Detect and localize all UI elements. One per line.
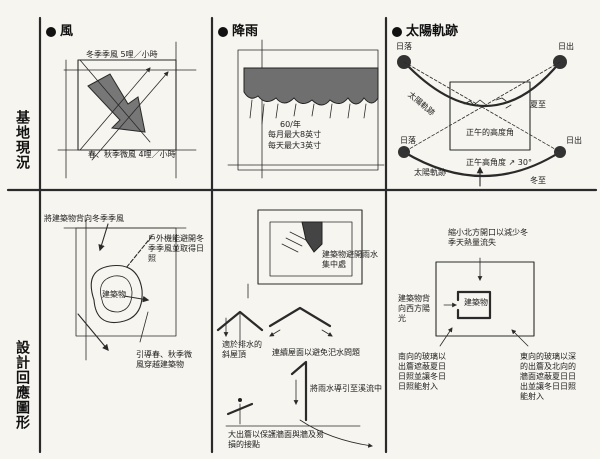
east-glass-label: 東向的玻璃以深的出簷及北向的牆面遮蔽夏日日出並讓冬日日照能射入 xyxy=(520,352,576,401)
guide-breeze-label: 引導春、秋季微風穿越建築物 xyxy=(136,350,192,369)
noon-angle-label: 正午高角度 ↗ 30° xyxy=(466,158,532,167)
avoid-water-label: 建築物避開雨水集中處 xyxy=(322,250,378,269)
column-header-wind: 風 xyxy=(46,24,73,40)
bullet-icon xyxy=(392,27,402,37)
row-label-site: 基地現況 xyxy=(14,110,30,170)
annual-rain-label: 60/年 xyxy=(280,120,301,129)
continuous-roof-label: 連續屋面以避免汜水問題 xyxy=(272,348,360,357)
design-wind-drawing xyxy=(63,219,187,361)
daily-rain-label: 每天最大3英寸 xyxy=(268,141,322,150)
winter-sunset-label: 日落 xyxy=(400,136,416,145)
gutter-label: 將雨水導引至溪流中 xyxy=(310,384,382,393)
sunrise-label: 日出 xyxy=(558,42,574,51)
monthly-rain-label: 每月最大8英寸 xyxy=(268,130,322,139)
south-glass-label: 南向的玻璃以出簷遮蔽夏日日照並讓冬日日照能射入 xyxy=(398,352,446,391)
bullet-icon xyxy=(218,27,228,37)
column-header-sun: 太陽軌跡 xyxy=(392,24,458,40)
springfall-breeze-label: 春、秋季微風 4哩／小時 xyxy=(88,150,176,159)
site-rain-drawing xyxy=(227,39,385,179)
winter-wind-label: 冬季季風 5哩／小時 xyxy=(86,50,158,59)
bullet-icon xyxy=(46,27,56,37)
design-sun-drawing xyxy=(435,257,535,347)
noon-altitude-label: 正午的高度角 xyxy=(466,128,514,137)
summer-solstice-label: 夏至 xyxy=(530,100,546,109)
lower-track-label: 太陽軌跡 xyxy=(414,168,446,177)
sloped-roof-label: 適於排水的斜屋頂 xyxy=(222,340,262,359)
sunset-label: 日落 xyxy=(396,42,412,51)
winter-sunrise-label: 日出 xyxy=(566,136,582,145)
site-sun-drawing xyxy=(397,55,567,187)
design-rain-drawing xyxy=(216,209,373,448)
grid-lines xyxy=(6,16,598,454)
winter-solstice-label: 冬至 xyxy=(530,176,546,185)
outdoor-functions-label: 戶外機能避開冬季季風並取得日照 xyxy=(148,234,204,263)
back-to-wind-label: 將建築物背向冬季季風 xyxy=(44,214,124,223)
column-header-rain: 降雨 xyxy=(218,24,258,40)
west-wall-label: 建築物背向西方陽光 xyxy=(398,294,430,323)
overhang-label: 大出簷以保護牆面與牆及易損的接點 xyxy=(228,430,324,449)
site-wind-drawing xyxy=(57,41,197,179)
wind-building-label: 建築物 xyxy=(102,290,126,299)
row-label-design: 設計回應圖形 xyxy=(14,340,30,430)
sun-building-label: 建築物 xyxy=(464,298,488,307)
north-window-label: 縮小北方開口以減少冬季天熱量流失 xyxy=(448,228,528,247)
